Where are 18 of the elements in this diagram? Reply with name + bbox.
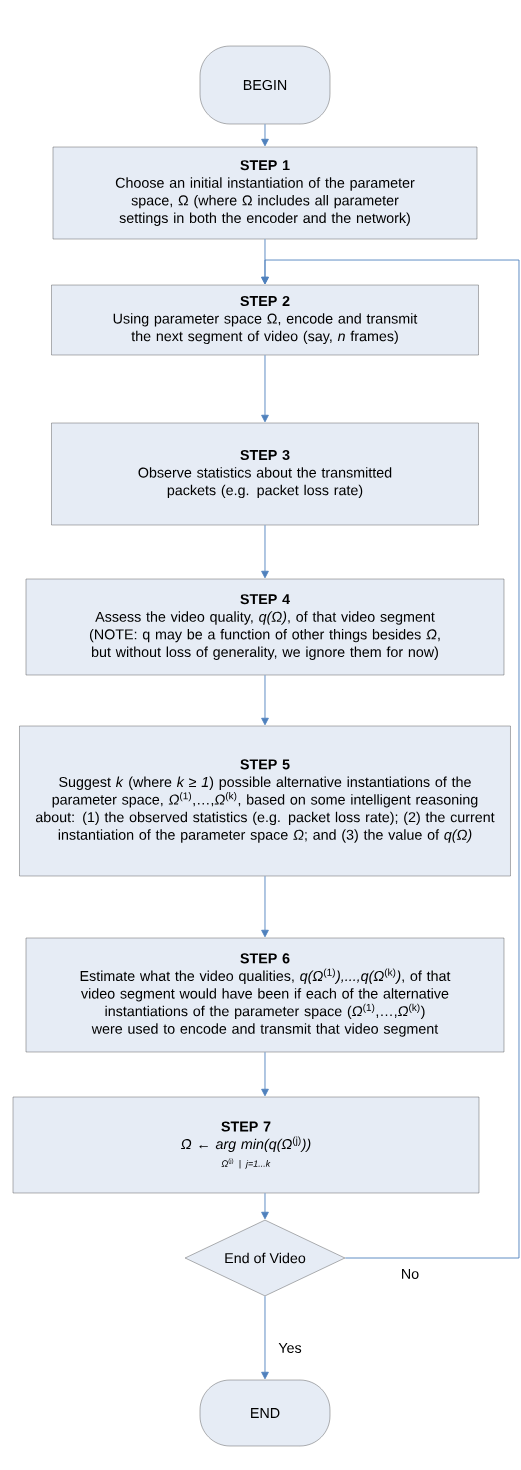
arrow	[261, 524, 269, 579]
arrow	[261, 1295, 269, 1380]
arrow	[261, 1051, 269, 1097]
process-box: STEP 2 Using parameter space Ω, encode and transmit the next segment of video (say, n frames)	[51, 284, 479, 356]
arrow	[261, 875, 269, 938]
arrow	[261, 123, 269, 147]
arrow	[261, 354, 269, 423]
process-box: STEP 4 Assess the video quality, q(Ω), of that video segment (NOTE: q may be a function of other things besides Ω, but without loss of generality, we ignore them for now)	[25, 578, 505, 676]
process-box: STEP 3 Observe statistics about the transmitted packets (e.g. packet loss rate)	[51, 422, 479, 526]
arrow	[261, 674, 269, 726]
process-box: STEP 1 Choose an initial instantiation of the parameter space, Ω (where Ω includes all parameter settings in both the encoder and the network)	[52, 146, 478, 240]
edge-label: Yes	[278, 1343, 302, 1353]
process-box: STEP 7 Ω ← arg min(q(Ω$^{(j)}$)) Ω$^{(j)}$ | j=1...k	[12, 1096, 480, 1194]
edge-label: No	[402, 1269, 419, 1279]
arrow	[261, 259, 520, 1259]
process-box: STEP 6 Estimate what the video qualities, q(Ω$^{(1)}$),...,q(Ω$^{(k)}$), of that video segment would have been if each of the alternative instantiations of the parameter space (Ω$^{(1)}$,…,Ω$^{(k)}$) were used to encode and transmit that video segment	[25, 937, 505, 1053]
process-box: STEP 5 Suggest k (where k ≥ 1) possible alternative instantiations of the parameter space, Ω$^{(1)}$,…,Ω$^{(k)}$, based on some intelligent reasoning about: (1) the observed statistics (e.g. packet loss rate); (2) the current instantiation of the parameter space Ω; and (3) the value of q(Ω)	[19, 725, 511, 877]
arrow	[261, 1192, 269, 1220]
